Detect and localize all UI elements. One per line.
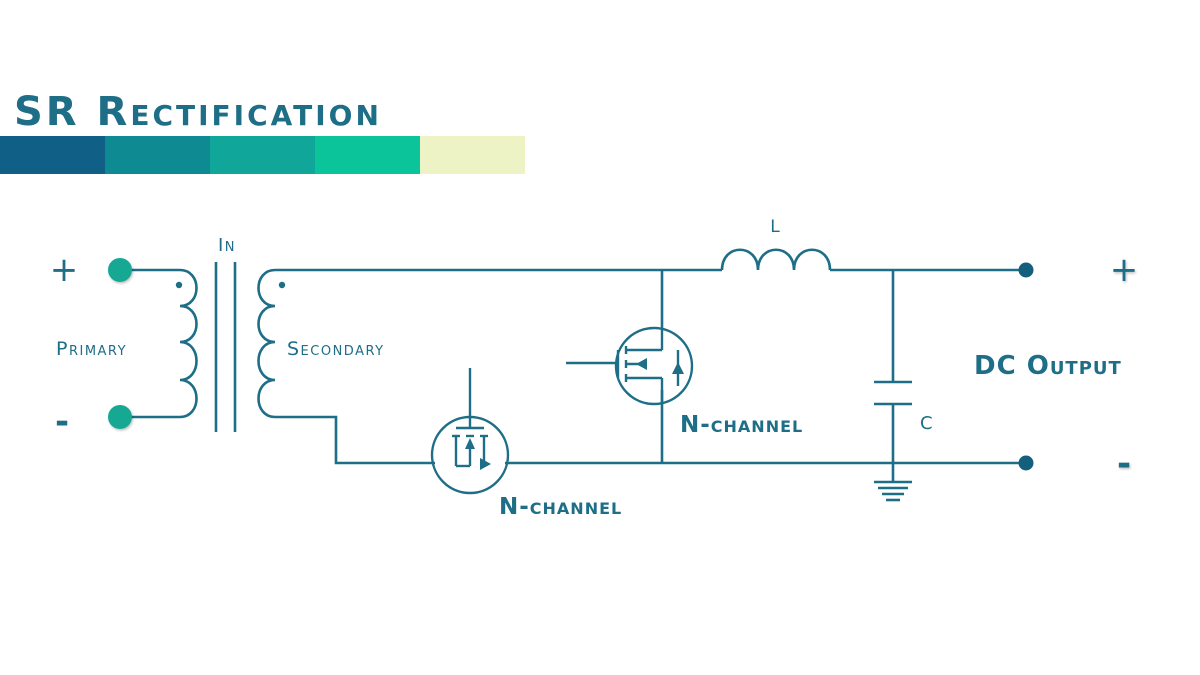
mosfet-lower-label: N-channel <box>499 494 622 520</box>
output-plus-sign: + <box>1110 250 1139 290</box>
output-positive-terminal[interactable] <box>1018 262 1034 278</box>
output-minus-sign: - <box>1117 444 1131 484</box>
secondary-circuit <box>257 268 1026 465</box>
ground-icon <box>874 480 912 502</box>
inductor-label: L <box>770 217 780 237</box>
capacitor-label: C <box>920 413 933 434</box>
mosfet-upper-symbol <box>566 326 694 406</box>
mosfet-upper-body <box>614 326 694 406</box>
output-negative-terminal[interactable] <box>1018 455 1034 471</box>
primary-dot-marker <box>175 281 183 289</box>
primary-label: Primary <box>56 338 127 360</box>
in-label: In <box>218 235 236 256</box>
input-positive-terminal[interactable] <box>108 258 132 282</box>
mosfet-upper-arrow-icon <box>636 358 647 370</box>
input-plus-sign: + <box>50 250 79 290</box>
color-bar-segment-1 <box>0 136 105 174</box>
primary-circuit <box>120 268 198 419</box>
mosfet-lower-arrow-icon <box>465 438 475 449</box>
primary-winding <box>179 268 198 419</box>
color-bar-segment-3 <box>210 136 315 174</box>
inductor <box>720 248 832 271</box>
mosfet-upper-diode-arrow-icon <box>672 362 684 374</box>
page-title: SR Rectification <box>14 89 382 135</box>
color-bar-segment-2 <box>105 136 210 174</box>
secondary-dot-marker <box>278 281 286 289</box>
transformer-core <box>214 262 237 432</box>
mosfet-lower-diode-arrow-icon <box>480 458 491 470</box>
secondary-label: Secondary <box>287 338 385 360</box>
mosfet-upper-label: N-channel <box>680 412 803 438</box>
secondary-winding <box>257 268 276 419</box>
color-bar-segment-5 <box>420 136 525 174</box>
color-bar-segment-4 <box>315 136 420 174</box>
capacitor <box>874 270 912 482</box>
secondary-return-wire <box>275 415 435 465</box>
input-minus-sign: - <box>55 402 69 442</box>
title-color-bar <box>0 136 525 174</box>
mosfet-lower-symbol <box>430 368 510 495</box>
input-negative-terminal[interactable] <box>108 405 132 429</box>
dc-output-label: DC Output <box>974 351 1122 381</box>
